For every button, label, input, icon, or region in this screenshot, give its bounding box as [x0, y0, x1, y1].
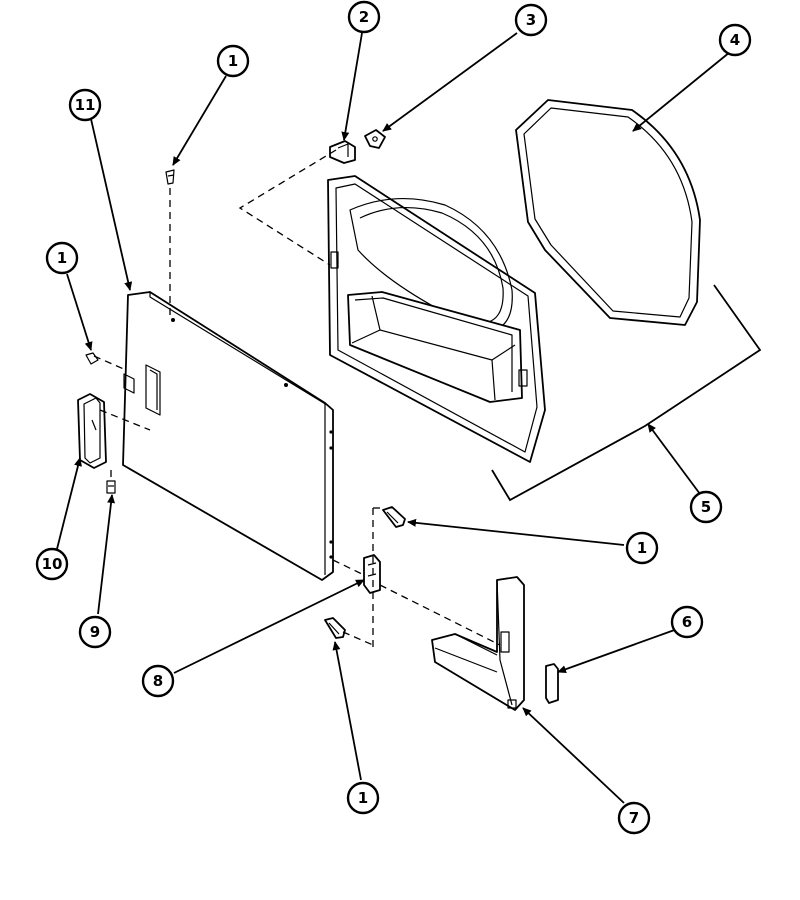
- door-gasket[interactable]: [515, 99, 701, 326]
- callout-8: 8: [141, 664, 175, 698]
- callout-1-right: 1: [625, 531, 659, 565]
- screw-1-bottom[interactable]: [324, 617, 346, 639]
- callout-label: 1: [228, 52, 238, 70]
- callout-5: 5: [689, 490, 723, 524]
- callout-label: 9: [90, 623, 100, 641]
- callout-7: 7: [617, 801, 651, 835]
- assembly-lines: [93, 149, 501, 650]
- callout-label: 11: [75, 96, 96, 114]
- callout-3: 3: [514, 3, 548, 37]
- callout-label: 5: [701, 498, 711, 516]
- pin[interactable]: [545, 663, 559, 704]
- assembly-bracket-5: [491, 284, 762, 502]
- hinge-support[interactable]: [431, 576, 525, 711]
- callout-6: 6: [670, 605, 704, 639]
- callout-label: 8: [153, 672, 163, 690]
- callout-label: 10: [42, 555, 63, 573]
- door-frame[interactable]: [327, 175, 546, 463]
- door-handle[interactable]: [77, 393, 107, 469]
- callout-label: 2: [359, 8, 369, 26]
- screw-9[interactable]: [106, 480, 116, 494]
- callout-label: 1: [358, 789, 368, 807]
- callout-label: 1: [637, 539, 647, 557]
- callout-label: 7: [629, 809, 639, 827]
- callout-10: 10: [35, 547, 69, 581]
- callout-label: 1: [57, 249, 67, 267]
- screw-1-top[interactable]: [165, 169, 175, 185]
- callout-label: 4: [730, 31, 740, 49]
- screw-1-right[interactable]: [382, 506, 406, 528]
- callout-1-top: 1: [216, 44, 250, 78]
- door-panel[interactable]: [122, 291, 334, 581]
- screw-1-left[interactable]: [85, 352, 99, 365]
- clip[interactable]: [364, 129, 386, 149]
- callout-11: 11: [68, 88, 102, 122]
- callout-1-left: 1: [45, 241, 79, 275]
- door-hinge[interactable]: [363, 554, 381, 594]
- callout-2: 2: [347, 0, 381, 34]
- callout-1-bottom: 1: [346, 781, 380, 815]
- callout-9: 9: [78, 615, 112, 649]
- leader-lines: [56, 32, 731, 804]
- callout-label: 6: [682, 613, 692, 631]
- strike-bracket[interactable]: [329, 140, 356, 164]
- callout-label: 3: [526, 11, 536, 29]
- callout-4: 4: [718, 23, 752, 57]
